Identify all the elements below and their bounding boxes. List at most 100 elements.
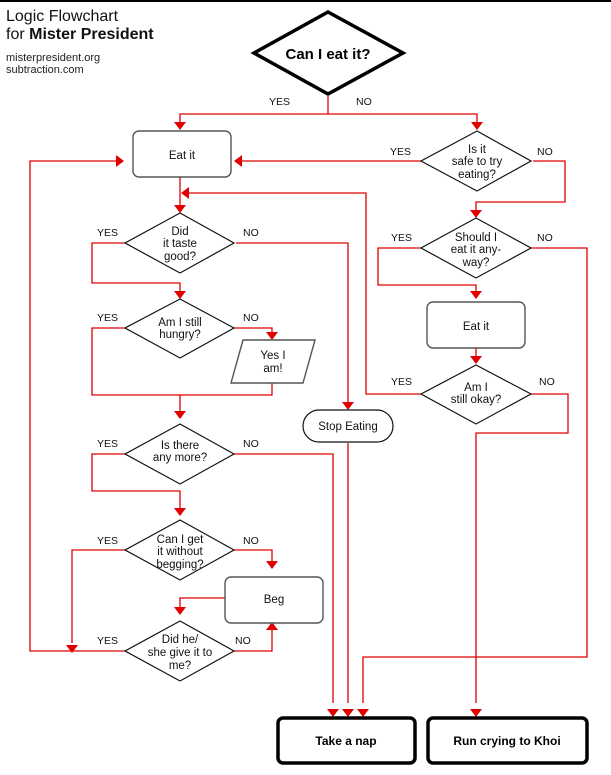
edge-anyway-yes [377,247,477,297]
node-without-begging[interactable]: Can I get it without begging? [123,519,236,581]
label-start-no: NO [356,96,372,108]
node-still-hungry[interactable]: Am I still hungry? [123,298,236,359]
edge-taste-yes [91,242,181,297]
node-any-more[interactable]: Is there any more? [123,423,236,485]
edge-taste-no [236,242,349,402]
edge-hungry-yes [91,327,180,396]
arrowhead [234,155,242,167]
arrowhead [116,155,124,167]
node-eat-it-1[interactable]: Eat it [132,130,232,178]
node-safe-to-try[interactable]: Is it safe to try eating? [419,130,533,192]
top-rule [0,0,611,2]
label-give-no: NO [235,635,251,647]
node-begging-line3: begging? [156,559,203,571]
node-stop-text: Stop Eating [318,421,377,433]
edge-safe-no [475,160,566,217]
label-hungry-no: NO [243,312,259,324]
node-anyway-line3: way? [462,257,490,269]
node-stop-eating[interactable]: Stop Eating [302,409,394,443]
label-okay-yes: YES [391,376,412,388]
arrowhead [357,709,369,717]
node-run-crying[interactable]: Run crying to Khoi [426,716,589,765]
arrowhead [66,645,78,653]
arrowhead [174,291,186,299]
title-prefix: for [6,26,30,43]
label-taste-no: NO [243,227,259,239]
arrowhead [174,205,186,213]
edge-begging-no [234,549,273,566]
node-eat-it-2-text: Eat it [463,321,490,333]
node-taste-good[interactable]: Did it taste good? [123,212,236,274]
node-hungry-line2: hungry? [159,329,201,341]
label-safe-yes: YES [390,146,411,158]
edge-start-no [328,113,478,128]
node-begging-line2: it without [157,546,203,558]
edge-okay-no [475,393,569,703]
label-okay-no: NO [539,376,555,388]
node-give-line2: she give it to [148,647,213,659]
label-start-yes: YES [269,96,290,108]
label-more-no: NO [243,438,259,450]
arrowhead [174,122,186,130]
edge-give-no [234,630,273,652]
label-anyway-no: NO [537,232,553,244]
node-safe-line1: Is it [468,144,487,156]
arrowhead [342,402,354,410]
edge-start-yes [179,113,328,128]
title-line-1: Logic Flowchart [6,8,119,25]
edge-beg-out [179,597,225,612]
edge-okay-yes [189,192,421,395]
header: Logic Flowchart for Mister President mis… [6,8,154,76]
node-hungry-line1: Am I still [158,317,201,329]
arrowhead [471,122,483,130]
arrowhead [266,561,278,569]
node-yesiam-line1: Yes I [260,350,285,362]
arrowhead [266,332,278,340]
node-more-line2: any more? [153,452,207,464]
arrowhead [174,411,186,419]
arrowhead [470,291,482,299]
node-anyway-line1: Should I [455,232,497,244]
node-taste-line3: good? [164,251,196,263]
label-taste-yes: YES [97,227,118,239]
label-anyway-yes: YES [391,232,412,244]
edge-anyway-no [362,247,588,703]
node-eat-anyway[interactable]: Should I eat it any- way? [419,217,533,279]
node-nap-text: Take a nap [315,734,376,748]
edge-yesiam-down [179,383,273,417]
node-start-text: Can I eat it? [285,46,370,63]
label-hungry-yes: YES [97,312,118,324]
edge-give-yes [29,160,125,652]
node-give-it[interactable]: Did he/ she give it to me? [123,620,236,682]
node-okay-line1: Am I [464,382,488,394]
label-give-yes: YES [97,635,118,647]
label-more-yes: YES [97,438,118,450]
edge-more-no [234,453,334,703]
edge-more-yes [91,453,181,513]
link-subtraction[interactable]: subtraction.com [6,64,84,76]
arrowhead [470,709,482,717]
node-beg[interactable]: Beg [224,576,324,624]
label-safe-no: NO [537,146,553,158]
node-run-text: Run crying to Khoi [453,734,560,748]
node-eat-it-2[interactable]: Eat it [426,301,526,349]
arrowhead [174,508,186,516]
title-line-2: for Mister President [6,26,154,44]
node-taste-line1: Did [171,226,188,238]
node-still-okay[interactable]: Am I still okay? [419,364,533,425]
node-take-nap[interactable]: Take a nap [276,716,417,765]
node-start[interactable]: Can I eat it? [250,10,407,96]
title-bold: Mister President [29,26,154,43]
label-begging-no: NO [243,535,259,547]
node-taste-line2: it taste [163,238,197,250]
node-eat-it-1-text: Eat it [169,150,196,162]
node-more-line1: Is there [161,440,199,452]
node-safe-line3: eating? [458,169,496,181]
arrowhead [266,622,278,630]
arrowhead [327,709,339,717]
edge-begging-yes [71,549,125,643]
node-yes-i-am[interactable]: Yes I am! [230,339,316,384]
label-begging-yes: YES [97,535,118,547]
link-misterpresident[interactable]: misterpresident.org [6,52,101,64]
